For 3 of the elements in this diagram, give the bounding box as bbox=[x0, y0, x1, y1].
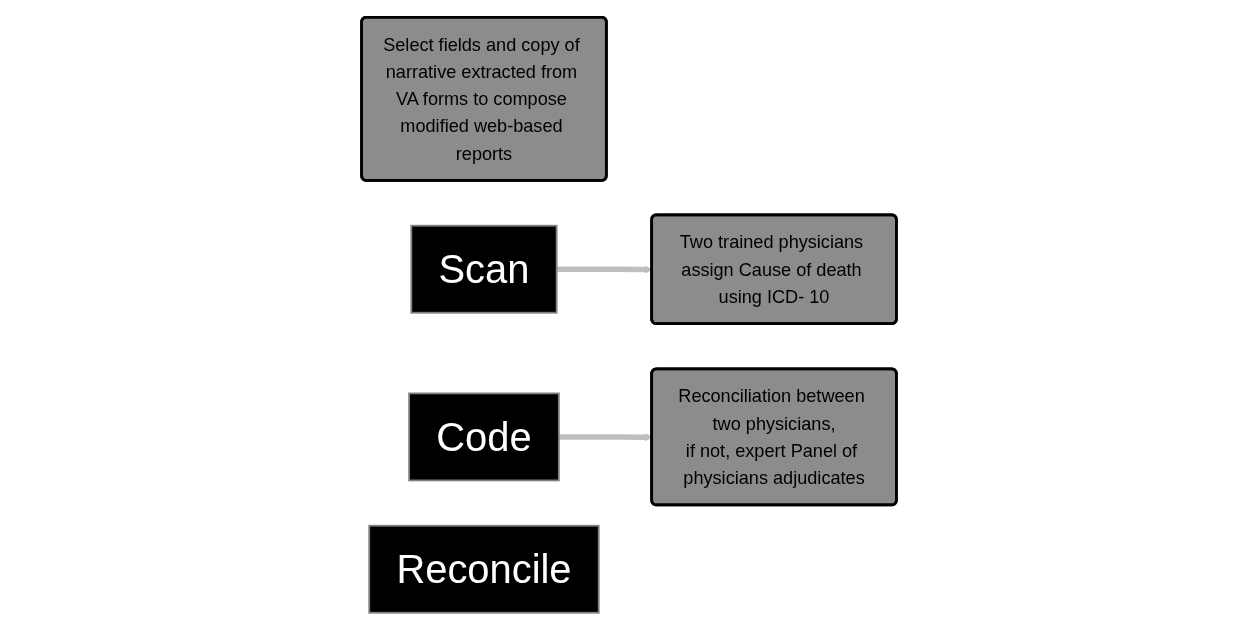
node-box: Reconcile bbox=[368, 524, 600, 614]
node-box: Code bbox=[408, 392, 560, 482]
node-box: Scan bbox=[410, 224, 558, 314]
